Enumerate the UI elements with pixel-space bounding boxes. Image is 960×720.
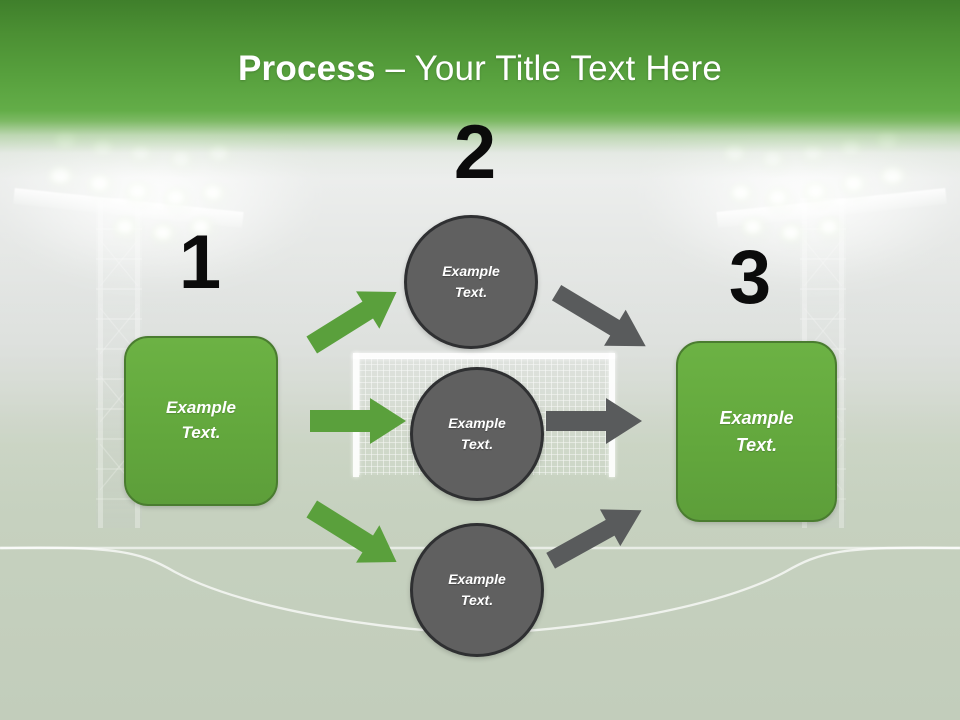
process-circle-bottom[interactable]: Example Text. xyxy=(410,523,544,657)
label-line-1: Example xyxy=(448,571,506,587)
process-circle-bottom-label: Example Text. xyxy=(448,569,506,611)
arrow-left-to-middle-circle xyxy=(310,398,406,444)
arrow-middle-circle-to-right xyxy=(546,398,642,444)
process-start-box-label: Example Text. xyxy=(166,396,236,445)
process-circle-middle[interactable]: Example Text. xyxy=(410,367,544,501)
arrow-left-to-top-circle xyxy=(306,291,397,354)
label-line-2: Text. xyxy=(460,592,494,608)
step-number-2: 2 xyxy=(453,110,497,195)
process-start-box[interactable]: Example Text. xyxy=(124,336,278,506)
label-line-2: Text. xyxy=(460,436,494,452)
page-title-rest: – Your Title Text Here xyxy=(375,49,722,88)
label-line-2: Text. xyxy=(181,423,221,442)
process-end-box-label: Example Text. xyxy=(719,405,793,457)
page-title: Process – Your Title Text Here xyxy=(0,49,960,89)
page-title-strong: Process xyxy=(238,49,376,88)
label-line-2: Text. xyxy=(735,434,778,455)
goal-crossbar xyxy=(353,353,615,359)
arrow-top-circle-to-right xyxy=(551,284,646,347)
process-circle-middle-label: Example Text. xyxy=(448,413,506,455)
label-line-1: Example xyxy=(442,263,500,279)
step-number-3: 3 xyxy=(728,235,772,320)
label-line-2: Text. xyxy=(454,284,488,300)
label-line-1: Example xyxy=(448,415,506,431)
arrow-bottom-circle-to-right xyxy=(546,509,642,569)
process-circle-top-label: Example Text. xyxy=(442,261,500,303)
process-end-box[interactable]: Example Text. xyxy=(676,341,837,522)
step-number-1: 1 xyxy=(178,220,222,305)
process-circle-top[interactable]: Example Text. xyxy=(404,215,538,349)
label-line-1: Example xyxy=(166,398,236,418)
arrow-left-to-bottom-circle xyxy=(306,500,397,563)
title-banner xyxy=(0,0,960,178)
label-line-1: Example xyxy=(719,408,794,429)
